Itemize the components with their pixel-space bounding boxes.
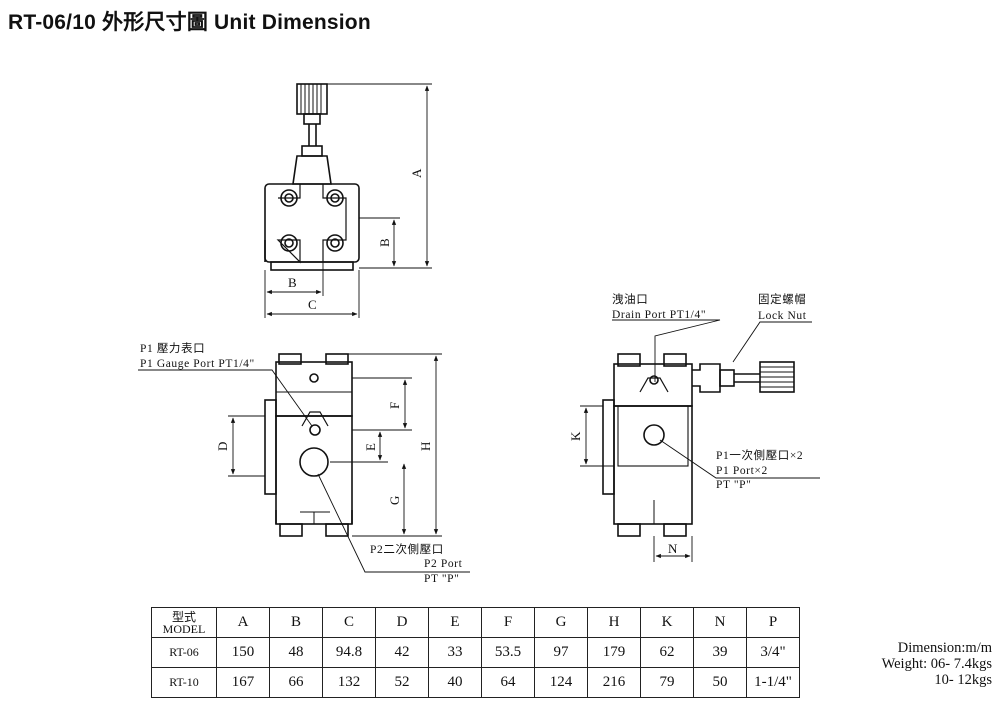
dim-label-g: G [387,496,402,505]
col-header: F [481,607,535,638]
model-cell: RT-06 [151,637,217,668]
dimension-unit-note: Dimension:m/m [897,640,992,656]
model-cell: RT-10 [151,667,217,698]
col-header: B [269,607,323,638]
side-knob [759,361,795,393]
col-header: P [746,607,800,638]
locknut-leader [732,321,812,363]
value-cell: 39 [693,637,747,668]
dim-label-a: A [409,168,424,178]
p2-label-en: P2 Port [424,558,463,570]
locknut-label-cn: 固定螺帽 [758,292,806,306]
side-body-lower [613,405,693,525]
weight-10-note: 10- 12kgs [934,672,992,688]
p1-gauge-label-en: P1 Gauge Port PT1/4" [140,358,255,370]
side-view [602,353,795,537]
dimension-drawing: A B B C D [138,83,820,585]
value-cell: 97 [534,637,588,668]
col-header: H [587,607,641,638]
p1-label-en: P1 Port×2 [716,465,768,477]
value-cell: 53.5 [481,637,535,668]
table-row: RT-06 150 48 94.8 42 33 53.5 97 179 62 3… [151,637,800,668]
value-cell: 150 [216,637,270,668]
dim-label-h: H [418,442,433,451]
drain-leader [612,319,721,382]
model-header: 型式 MODEL [151,607,217,638]
locknut-label-en: Lock Nut [758,310,807,322]
front-body-lower [275,415,353,525]
p1-leader [659,439,820,479]
value-cell: 132 [322,667,376,698]
front-view-dimensions [228,353,442,537]
top-view [264,83,360,271]
value-cell: 48 [269,637,323,668]
drain-label-cn: 洩油口 [612,292,648,306]
dim-label-b-vertical: B [377,238,392,247]
col-header: D [375,607,429,638]
value-cell: 40 [428,667,482,698]
p1-gauge-leader [138,369,313,427]
value-cell: 1-1/4" [746,667,800,698]
p2-label-pt: PT "P" [424,573,459,585]
value-cell: 167 [216,667,270,698]
value-cell: 64 [481,667,535,698]
value-cell: 216 [587,667,641,698]
p1-label-cn: P1一次側壓口×2 [716,448,803,462]
value-cell: 52 [375,667,429,698]
gauge-port-circle [309,424,321,436]
weight-06-note: Weight: 06- 7.4kgs [881,656,992,672]
dim-label-c: C [308,297,317,312]
drain-label-en: Drain Port PT1/4" [612,309,706,321]
col-header: N [693,607,747,638]
top-body [264,183,360,263]
value-cell: 94.8 [322,637,376,668]
dim-label-k: K [568,431,583,441]
p1-gauge-label-cn: P1 壓力表口 [140,341,205,355]
col-header: E [428,607,482,638]
side-body-upper [613,363,693,407]
p1-port-circle [643,424,665,446]
table-header-row: 型式 MODEL A B C D E F G H K N P [151,607,800,638]
dim-label-f: F [387,402,402,409]
table-row: RT-10 167 66 132 52 40 64 124 216 79 50 … [151,667,800,698]
dim-label-b-horizontal: B [288,275,297,290]
value-cell: 179 [587,637,641,668]
notes: Dimension:m/m Weight: 06- 7.4kgs 10- 12k… [850,640,992,688]
adjust-knob [292,83,332,185]
p2-label-cn: P2二次側壓口 [370,542,444,556]
page-title: RT-06/10 外形尺寸圖 Unit Dimension [8,11,371,34]
value-cell: 62 [640,637,694,668]
col-header: C [322,607,376,638]
value-cell: 124 [534,667,588,698]
value-cell: 33 [428,637,482,668]
col-header: G [534,607,588,638]
side-flange [602,399,615,495]
front-side-flange [264,399,277,495]
front-view [264,353,353,537]
p2-port-circle [299,447,329,477]
value-cell: 50 [693,667,747,698]
value-cell: 79 [640,667,694,698]
dimension-table: 型式 MODEL A B C D E F G H K N P RT-06 150… [151,607,800,698]
col-header: A [216,607,270,638]
top-view-dimensions [264,83,432,318]
value-cell: 42 [375,637,429,668]
dim-label-d: D [215,442,230,451]
side-view-dimensions [580,405,693,562]
p1-label-pt: PT "P" [716,479,751,491]
dim-label-n: N [668,541,678,556]
value-cell: 66 [269,667,323,698]
col-header: K [640,607,694,638]
value-cell: 3/4" [746,637,800,668]
p2-leader [317,473,470,573]
dim-label-e: E [363,443,378,451]
front-body-upper [275,361,353,417]
